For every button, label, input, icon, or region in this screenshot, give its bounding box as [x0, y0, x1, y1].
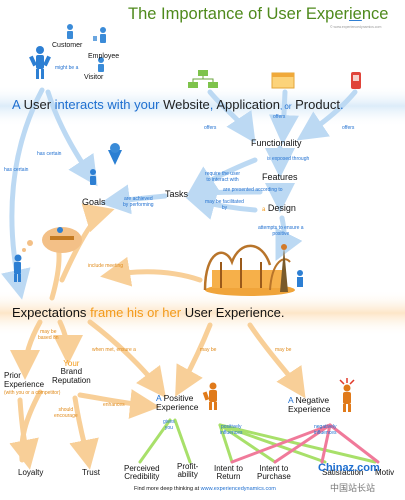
- goals-node: Goals: [82, 197, 106, 207]
- tasks-node: Tasks: [165, 189, 189, 199]
- edge-exposed-through: is exposed through: [267, 156, 310, 162]
- edge-may-be-1: may be: [200, 347, 217, 353]
- employee-icon: [93, 27, 106, 43]
- prior-note: (with you or a competitor): [4, 390, 61, 396]
- visitor-label: Visitor: [84, 74, 104, 81]
- page-title: The Importance of User Experience: [128, 5, 389, 23]
- might-be-label: might be a: [55, 65, 79, 71]
- positive-person-icon: [202, 382, 217, 410]
- profitability-leaf: Profit-ability: [177, 462, 199, 480]
- blue-connectors: [1, 87, 358, 300]
- expectations-sentence: Expectations frame his or her User Exper…: [12, 305, 285, 320]
- edge-include-meeting: include meeting: [88, 263, 124, 269]
- goals-person-icon: [90, 169, 96, 185]
- customer-icon: [67, 24, 73, 39]
- footer-text: Find more deep thinking at www.experienc…: [134, 486, 276, 492]
- lightbulb-icon: [108, 143, 122, 165]
- prior-experience-node: Prior: [4, 371, 21, 380]
- edge-may-be-2: may be: [275, 347, 292, 353]
- sitemap-icon: [188, 70, 218, 88]
- motivation-leaf: Motiv: [375, 468, 395, 477]
- thought-bubble-illustration: [22, 227, 82, 253]
- design-node: a Design: [262, 203, 296, 214]
- edge-offers-3: offers: [342, 125, 355, 131]
- rollercoaster-illustration: [203, 244, 303, 296]
- user-band: [0, 85, 405, 127]
- visitor-icon: [98, 57, 104, 72]
- positive-lines: [138, 418, 377, 464]
- prior-experience-node-2: Experience: [4, 380, 45, 389]
- edge-presented-according: are presented according to: [223, 187, 283, 193]
- edge-offers-1: offers: [204, 125, 217, 131]
- credit-line: © www.experiencedynamics.com: [330, 25, 382, 29]
- edge-offers-2: offers: [273, 114, 286, 120]
- watermark-logo: Chinaz.com: [318, 462, 380, 474]
- edge-enhances: enhances: [103, 402, 125, 408]
- edge-has-certain-1: has certain: [37, 151, 62, 157]
- watermark-subtitle: 中国站长站: [330, 483, 376, 493]
- features-node: Features: [262, 172, 298, 182]
- expectations-band: [0, 290, 405, 336]
- user-sentence: A User interacts with your Website, Appl…: [12, 97, 344, 112]
- customer-label: Customer: [52, 42, 83, 49]
- satisfaction-leaf: Satisfaction: [322, 468, 364, 477]
- loyalty-leaf: Loyalty: [18, 468, 44, 477]
- application-window-icon: [271, 72, 295, 89]
- edge-has-certain-2: has certain: [4, 167, 29, 173]
- expectations-person-icon: [14, 254, 22, 282]
- product-phone-icon: [351, 72, 361, 89]
- functionality-node: Functionality: [251, 138, 302, 148]
- edge-when-met: when met, ensure a: [92, 347, 136, 353]
- orange-connectors: [9, 203, 306, 470]
- person-icon: [29, 46, 51, 79]
- negative-person-icon: [339, 378, 355, 412]
- negative-lines: [230, 423, 380, 464]
- employee-label: Employee: [88, 53, 120, 60]
- trust-leaf: Trust: [82, 468, 100, 477]
